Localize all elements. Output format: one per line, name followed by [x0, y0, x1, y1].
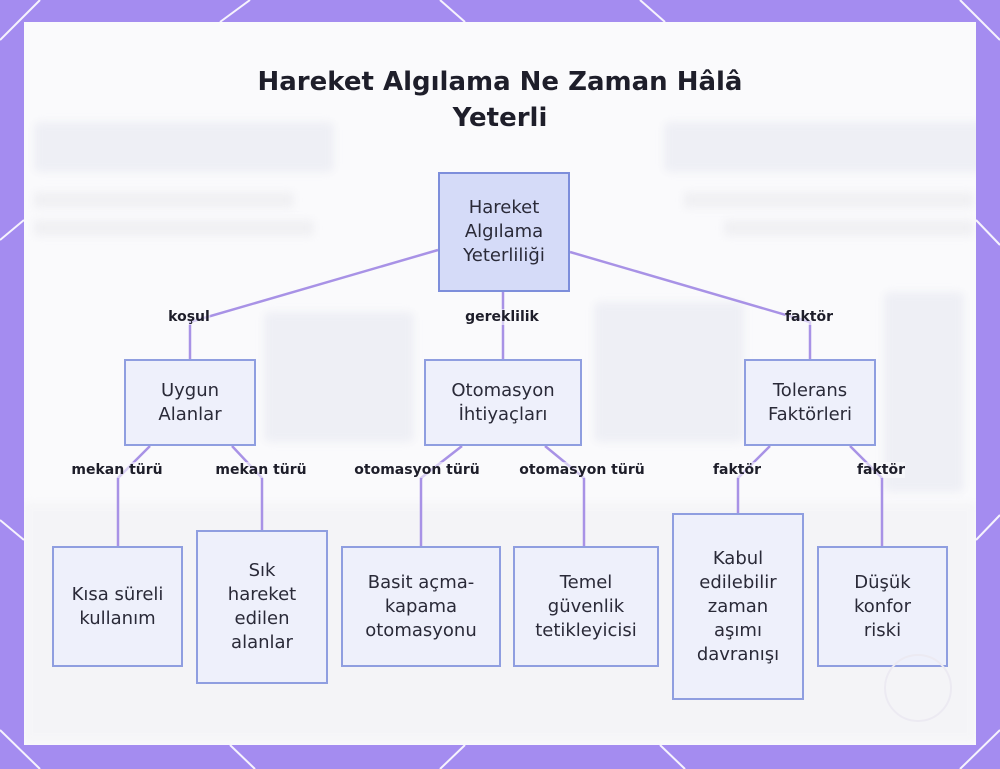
- edge-otomasyon-basit: [419, 445, 463, 546]
- edge-label-otomasyon-turu-2: otomasyon türü: [519, 462, 645, 478]
- edge-label-kosul: koşul: [168, 309, 210, 325]
- node-sik-hareket: Sık hareket edilen alanlar: [196, 530, 328, 684]
- edge-tolerans-dusuk: [849, 445, 884, 546]
- edge-root-uygun: [188, 248, 439, 359]
- edge-tolerans-kabul: [736, 445, 771, 513]
- node-basit-acma: Basit açma-kapama otomasyonu: [341, 546, 501, 667]
- node-root: Hareket Algılama Yeterliliği: [438, 172, 570, 292]
- edge-uygun-sik: [231, 445, 264, 530]
- node-uygun-alanlar: Uygun Alanlar: [124, 359, 256, 446]
- edge-label-faktor-1: faktör: [712, 462, 762, 478]
- watermark-seal-icon: [884, 654, 952, 722]
- edge-uygun-kisa: [116, 445, 151, 546]
- edge-label-faktor-2: faktör: [856, 462, 906, 478]
- node-dusuk-konfor: Düşük konfor riski: [817, 546, 948, 667]
- node-kisa-sureli: Kısa süreli kullanım: [52, 546, 183, 667]
- node-temel-guvenlik: Temel güvenlik tetikleyicisi: [513, 546, 659, 667]
- diagram-title: Hareket Algılama Ne Zaman Hâlâ Yeterli: [257, 67, 743, 133]
- edge-label-gereklilik: gereklilik: [465, 309, 539, 325]
- node-otomasyon-ihtiyaclari: Otomasyon İhtiyaçları: [424, 359, 582, 446]
- node-tolerans-faktorleri: Tolerans Faktörleri: [744, 359, 876, 446]
- edge-root-tolerans: [569, 250, 812, 359]
- edge-label-faktor-top: faktör: [784, 309, 834, 325]
- edge-label-otomasyon-turu-1: otomasyon türü: [354, 462, 480, 478]
- edge-otomasyon-temel: [544, 445, 586, 546]
- edge-label-mekan-turu-1: mekan türü: [71, 462, 163, 478]
- edge-label-mekan-turu-2: mekan türü: [215, 462, 307, 478]
- node-kabul-edilebilir: Kabul edilebilir zaman aşımı davranışı: [672, 513, 804, 700]
